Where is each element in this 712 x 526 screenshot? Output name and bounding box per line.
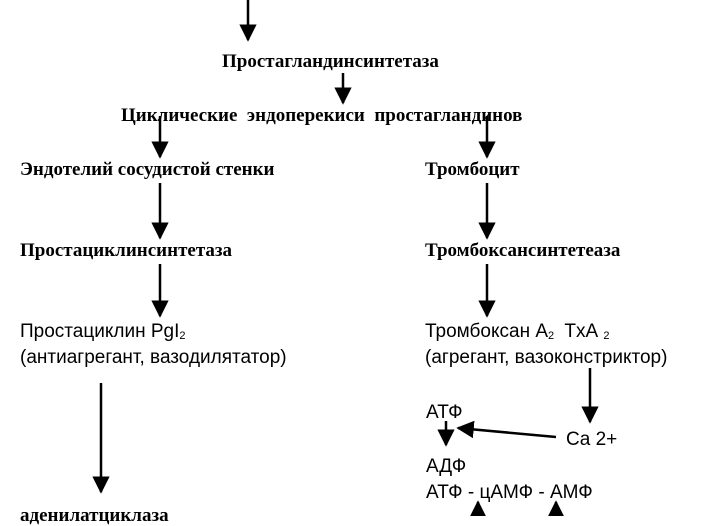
- node-prostacyclin: Простациклин PgI2: [20, 322, 185, 342]
- arrow-ca-to-atp: [456, 420, 557, 439]
- node-thromboxane-desc: (агрегант, вазоконстриктор): [425, 347, 668, 368]
- prostacyclin-subscript: 2: [179, 330, 186, 342]
- node-atp: АТФ: [426, 402, 463, 423]
- thromboxane-abbrev: TxA: [564, 321, 599, 342]
- thromboxane-subscript-a: 2: [548, 330, 555, 342]
- node-prostacyclin-desc: (антиагрегант, вазодилятатор): [20, 347, 287, 368]
- node-cyclic-endoperoxides: Циклические эндоперекиси простагландинов: [121, 105, 523, 126]
- thromboxane-name: Тромбоксан A: [425, 321, 549, 342]
- node-thromboxane: Тромбоксан A2 TxA 2: [425, 322, 610, 342]
- thromboxane-subscript-b: 2: [603, 330, 610, 342]
- node-atp-camp-amp: АТФ - цАМФ - АМФ: [426, 482, 593, 503]
- node-thromboxane-synthetase: Тромбоксансинтетеаза: [425, 240, 621, 261]
- node-calcium: Ca 2+: [566, 429, 618, 450]
- node-adp: АДФ: [426, 456, 467, 477]
- node-platelet: Тромбоцит: [425, 159, 520, 180]
- node-prostaglandin-synthetase: Простагландинсинтетаза: [222, 51, 439, 72]
- node-prostacyclin-synthetase: Простациклинсинтетаза: [20, 240, 233, 261]
- prostacyclin-name: Простациклин PgI: [20, 321, 180, 342]
- node-endothelium: Эндотелий сосудистой стенки: [20, 159, 275, 180]
